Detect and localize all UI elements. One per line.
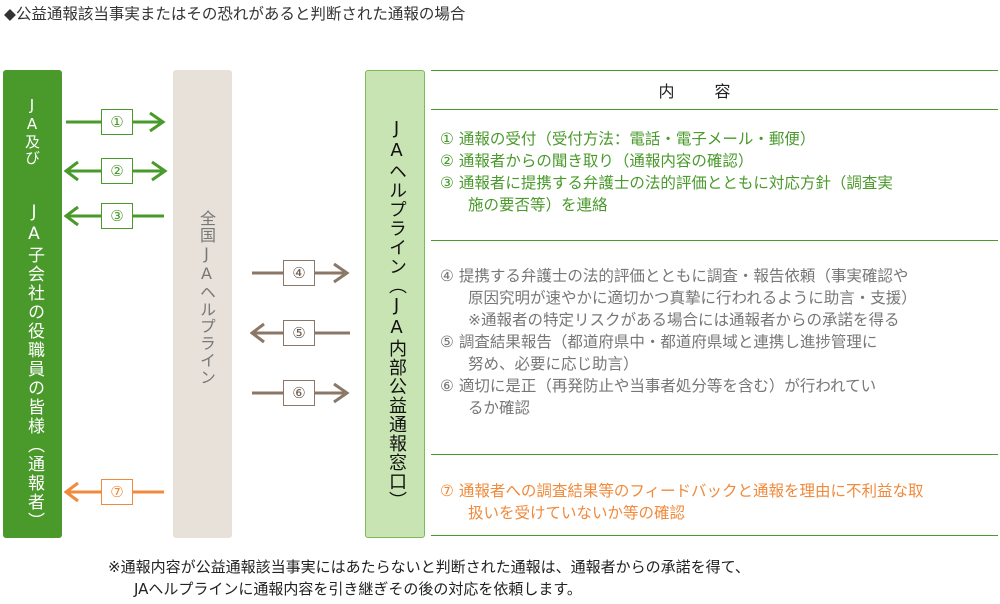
reporter-column [3,70,62,538]
footnote: ※通報内容が公益通報該当事実にはあたらないと判断された通報は、通報者からの承諾を… [108,556,750,600]
step-4-badge: ④ [283,260,315,286]
footnote-line: ※通報内容が公益通報該当事実にはあたらないと判断された通報は、通報者からの承諾を… [108,558,750,576]
content-line: ② 通報者からの聞き取り（通報内容の確認） [440,152,754,170]
content-line: ※通報者の特定リスクがある場合には通報者からの承諾を得る [468,311,900,329]
footnote-line: JAヘルプラインに通報内容を引き継ぎその後の対応を依頼します。 [134,580,582,598]
content-line: ④ 提携する弁護士の法的評価とともに調査・報告依頼（事実確認や [440,267,909,285]
step-5-badge: ⑤ [283,320,315,346]
content-line: ③ 通報者に提携する弁護士の法的評価とともに対応方針（調査実 [440,174,893,192]
step-2-badge: ② [101,158,133,184]
content-header: 内容 [431,70,998,110]
content-line: るか確認 [468,399,531,417]
ja-helpline-label: JAヘルプライン（JA内部公益通報窓口） [386,118,407,510]
section-divider [431,454,998,455]
reporter-label-2: JA子会社の役職員の皆様（通報者） [24,202,44,531]
national-helpline-label: 全国JAヘルプライン [197,210,216,386]
ja-helpline-column [365,70,425,538]
content-line: 扱いを受けていないか等の確認 [468,504,686,522]
content-line: 原因究明が速やかに適切かつ真摯に行われるように助言・支援） [468,289,917,307]
step-1-badge: ① [101,109,133,135]
content-line: ⑤ 調査結果報告（都道府県中・都道府県域と連携し進捗管理に [440,333,878,351]
content-line: ⑦ 通報者への調査結果等のフィードバックと通報を理由に不利益な取 [440,482,924,500]
step-3-badge: ③ [101,203,133,229]
content-section-3: ⑦ 通報者への調査結果等のフィードバックと通報を理由に不利益な取 扱いを受けてい… [440,480,924,524]
content-line: 努め、必要に応じ助言） [468,355,639,373]
reporter-label-1: JA及び [23,96,41,166]
step-7-badge: ⑦ [101,479,133,505]
step-6-badge: ⑥ [283,380,315,406]
section-divider [431,535,998,536]
content-line: ⑥ 適切に是正（再発防止や当事者処分等を含む）が行われてい [440,377,877,395]
content-section-1: ① 通報の受付（受付方法：電話・電子メール・郵便） ② 通報者からの聞き取り（通… [440,128,893,216]
content-section-2: ④ 提携する弁護士の法的評価とともに調査・報告依頼（事実確認や 原因究明が速やか… [440,265,917,419]
section-divider [431,240,998,241]
national-helpline-column [173,70,232,538]
diagram-heading: ◆公益通報該当事実またはその恐れがあると判断された通報の場合 [4,5,466,23]
content-line: 施の要否等）を連絡 [468,196,608,214]
content-line: ① 通報の受付（受付方法：電話・電子メール・郵便） [440,130,816,148]
